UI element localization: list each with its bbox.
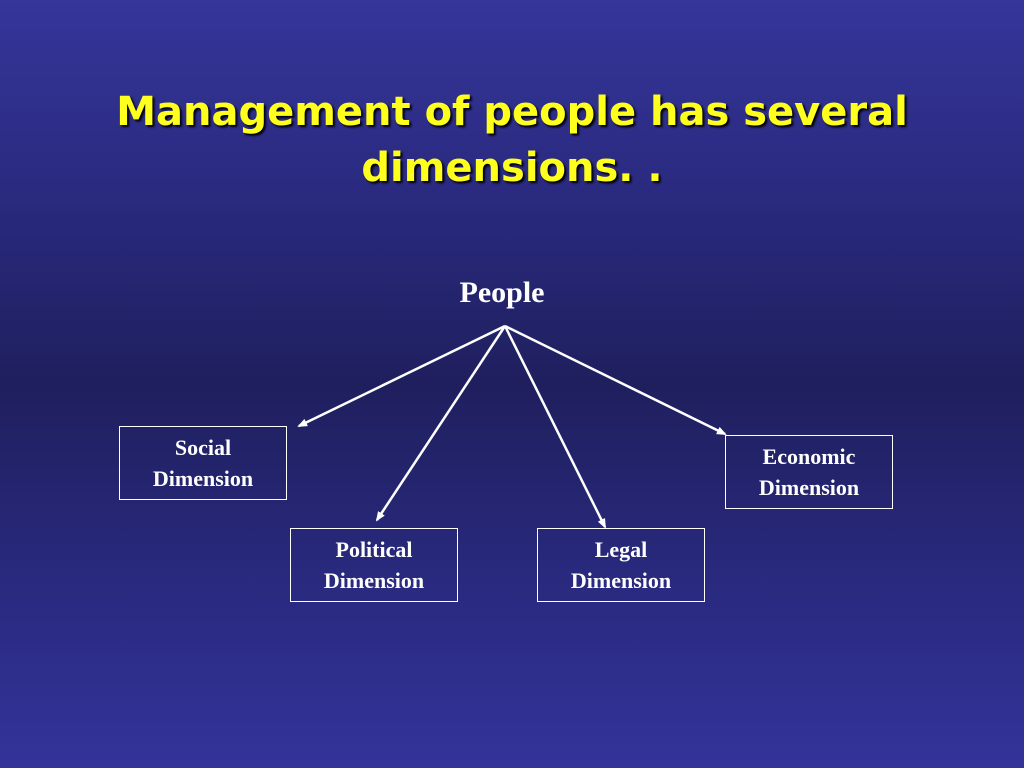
node-label-line-2: Dimension	[570, 568, 672, 593]
edge-to-political	[375, 325, 507, 522]
slide-title-line-1: Management of people has several	[116, 89, 908, 135]
root-node-people: People	[459, 276, 545, 309]
node-economic-dimension: Economic Dimension	[725, 435, 893, 509]
edge-to-legal	[503, 325, 607, 529]
node-political-dimension: Political Dimension	[290, 528, 458, 602]
node-label-line-1: Legal	[594, 537, 648, 562]
node-label-line-1: Political	[335, 537, 413, 562]
node-label-line-2: Dimension	[152, 466, 254, 491]
slide-title: Management of people has several dimensi…	[0, 84, 1024, 196]
node-social-dimension: Social Dimension	[119, 426, 287, 500]
node-legal-dimension: Legal Dimension	[537, 528, 705, 602]
node-label-line-1: Social	[174, 435, 232, 460]
edge-to-social	[297, 324, 506, 428]
slide-title-line-2: dimensions. .	[361, 145, 663, 191]
edge-to-economic	[504, 324, 727, 436]
node-label-line-1: Economic	[762, 444, 856, 469]
node-label-line-2: Dimension	[758, 475, 860, 500]
node-label-line-2: Dimension	[323, 568, 425, 593]
